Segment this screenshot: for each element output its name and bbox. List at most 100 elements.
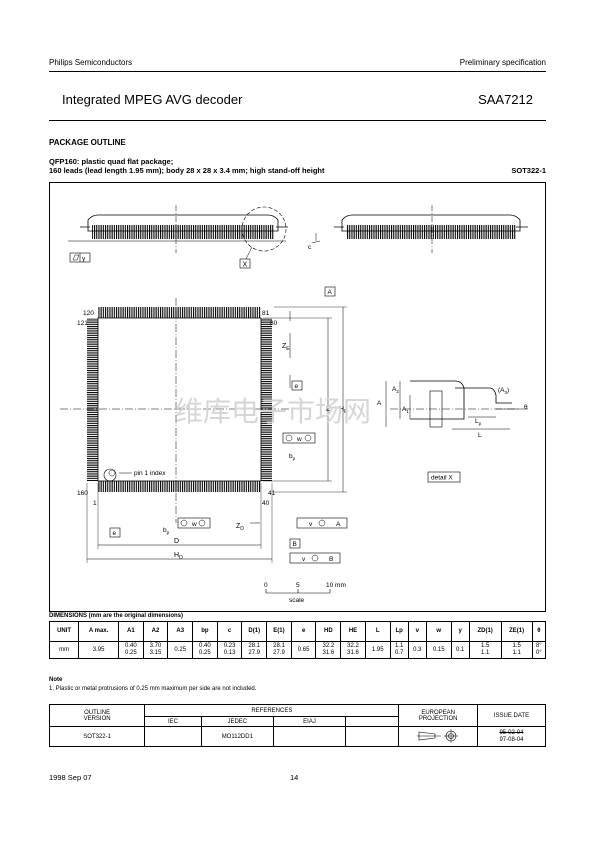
- scale-zero: 0: [264, 582, 268, 589]
- dim-value-cell: 0.25: [167, 641, 194, 659]
- scale-word: scale: [289, 597, 305, 604]
- ref-row-jedec: MO112DD1: [200, 726, 274, 747]
- drawing-frame: X y c pin 1 index 120 121 81 80 160 1 40…: [49, 182, 546, 612]
- issue-date-new: 97-08-04: [499, 736, 524, 743]
- dim-value-cell: 3.70 3.15: [142, 641, 169, 659]
- ref-references: REFERENCES: [144, 704, 400, 717]
- document-type: Preliminary specification: [459, 58, 546, 67]
- dim-header-cell: A max.: [78, 621, 119, 642]
- references-table: OUTLINE VERSION REFERENCES EUROPEAN PROJ…: [48, 704, 547, 747]
- ref-row-eiaj: [272, 726, 347, 747]
- datum-b: B: [293, 541, 297, 548]
- dim-value-cell: 1.95: [364, 641, 391, 659]
- dim-header-cell: ZE(1): [500, 621, 533, 642]
- detail-x-label: detail X: [431, 475, 453, 482]
- label-d-dim: D: [174, 538, 179, 545]
- dim-header-cell: HD: [315, 621, 342, 642]
- dim-value-cell: 8° 0°: [531, 641, 547, 659]
- dim-header-cell: Lp: [389, 621, 409, 642]
- header-rule-bottom: [49, 120, 546, 121]
- detail-x-view: A A2 A1 (A3) θ Lp L detail X: [377, 380, 530, 483]
- dim-header-cell: w: [425, 621, 452, 642]
- dim-value-cell: 0.23 0.13: [216, 641, 243, 659]
- label-v-a: v: [309, 521, 313, 528]
- dim-value-cell: 0.15: [425, 641, 452, 659]
- label-e-dim: E: [326, 406, 331, 413]
- dim-value-cell: 32.2 31.6: [315, 641, 342, 659]
- dim-header-cell: v: [407, 621, 427, 642]
- label-y: y: [82, 256, 86, 263]
- dim-value-cell: 0.3: [407, 641, 427, 659]
- label-l: L: [478, 432, 482, 439]
- label-a2: A2: [392, 386, 399, 394]
- label-c: c: [308, 244, 312, 251]
- label-bp-right: bp: [289, 453, 296, 461]
- company-name: Philips Semiconductors: [49, 58, 133, 67]
- ref-row-version: SOT322-1: [48, 726, 146, 747]
- projection-symbol: [398, 726, 478, 747]
- label-w-bottom: w: [191, 521, 197, 528]
- dim-value-cell: 1.5 1.1: [468, 641, 502, 659]
- datum-b-ref: B: [329, 556, 333, 563]
- ref-outline-version: OUTLINE VERSION: [48, 704, 146, 727]
- dim-value-cell: 0.40 0.25: [117, 641, 144, 659]
- ref-blank: [345, 716, 400, 727]
- dim-header-cell: θ: [531, 621, 547, 642]
- label-ze: ZE: [282, 343, 290, 352]
- label-w-right: w: [296, 436, 302, 443]
- dim-header-cell: c: [216, 621, 243, 642]
- pin-80: 80: [270, 320, 278, 327]
- pin-40: 40: [262, 500, 270, 507]
- dim-header-cell: A3: [167, 621, 194, 642]
- package-line-1: QFP160: plastic quad flat package;: [49, 157, 174, 166]
- dim-value-cell: 1.1 0.7: [389, 641, 409, 659]
- note-text: 1. Plastic or metal protrusions of 0.25 …: [49, 686, 257, 692]
- label-x: X: [243, 262, 248, 269]
- datum-a-ref: A: [336, 521, 341, 528]
- package-drawing: X y c pin 1 index 120 121 81 80 160 1 40…: [60, 205, 530, 604]
- pin1-index-label: pin 1 index: [134, 470, 166, 477]
- scale-bar: 0 5 10 mm scale: [264, 582, 346, 604]
- ref-jedec: JEDEC: [200, 716, 274, 727]
- side-view-right: c: [308, 205, 528, 253]
- product-code: SAA7212: [478, 92, 533, 107]
- datum-a: A: [328, 289, 333, 296]
- label-a1: A1: [402, 406, 409, 414]
- dim-header-cell: bp: [192, 621, 218, 642]
- dim-value-cell: 3.95: [78, 641, 119, 659]
- ref-row-iec: [144, 726, 202, 747]
- dim-value-cell: 0.1: [450, 641, 470, 659]
- dim-value-cell: 1.5 1.1: [500, 641, 533, 659]
- note-title: Note: [49, 677, 63, 683]
- top-view: pin 1 index 120 121 81 80 160 1 40 41 ZE…: [60, 286, 348, 564]
- dim-header-cell: y: [450, 621, 470, 642]
- dim-header-cell: A1: [117, 621, 144, 642]
- dim-header-cell: ZD(1): [468, 621, 502, 642]
- dim-header-cell: E(1): [266, 621, 292, 642]
- dim-header-cell: A2: [142, 621, 169, 642]
- dim-value-cell: 32.2 31.6: [340, 641, 366, 659]
- label-he: HE: [339, 406, 348, 415]
- label-a-detail: A: [377, 400, 382, 407]
- label-a3: (A3): [498, 387, 509, 395]
- label-v-b: v: [302, 556, 306, 563]
- pin-1: 1: [93, 500, 97, 507]
- label-theta: θ: [524, 404, 528, 411]
- dim-value-cell: 0.40 0.25: [192, 641, 218, 659]
- footer-date: 1998 Sep 07: [49, 773, 92, 782]
- package-code: SOT322-1: [511, 166, 546, 175]
- ref-issue-date: ISSUE DATE: [476, 704, 547, 727]
- package-line-2: 160 leads (lead length 1.95 mm); body 28…: [49, 166, 325, 175]
- pin-160: 160: [77, 490, 88, 497]
- label-bp-bottom: bp: [163, 527, 170, 535]
- header-rule-top: [49, 71, 546, 72]
- scale-five: 5: [296, 582, 300, 589]
- pin-121: 121: [77, 320, 88, 327]
- dim-value-cell: 0.65: [290, 641, 317, 659]
- watermark-text: 维库电子市场网: [175, 396, 371, 427]
- dimensions-title: DIMENSIONS (mm are the original dimensio…: [49, 613, 184, 619]
- dim-header-cell: HE: [340, 621, 366, 642]
